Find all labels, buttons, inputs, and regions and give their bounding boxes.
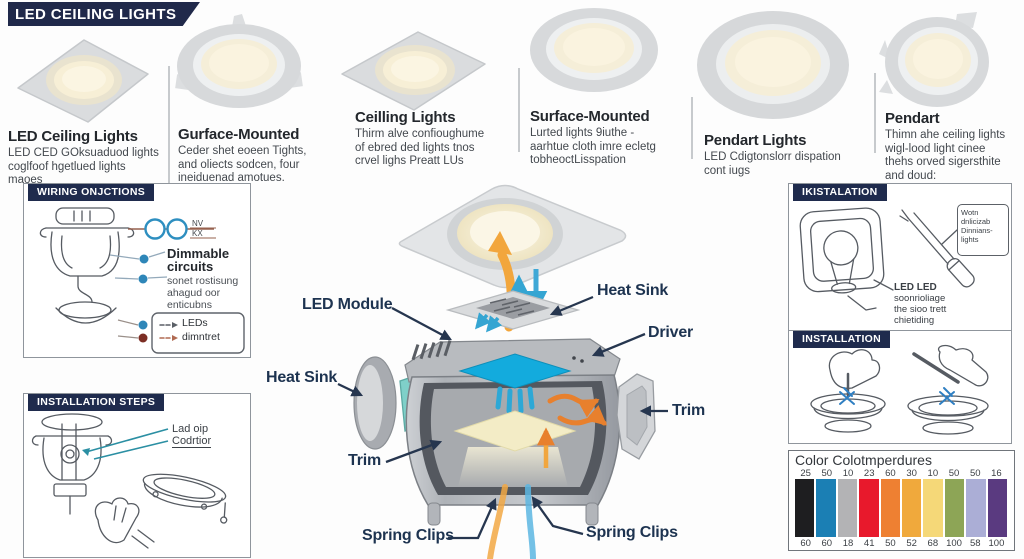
color-swatch <box>987 479 1008 537</box>
product-column-2: Gurface-Mounted Ceder shet eoeen Tights,… <box>178 126 313 186</box>
column-divider <box>518 68 520 152</box>
spring-clips-right-label: Spring Clips <box>586 524 678 541</box>
fixture-round-ears-image <box>879 12 989 107</box>
trim-ring-graphic <box>616 373 656 460</box>
heat-sink-top-label: Heat Sink <box>597 282 669 299</box>
color-swatch <box>837 479 858 537</box>
product-desc: Lurted lights 9iuthe -aarhtue cloth imre… <box>530 127 656 166</box>
column-divider <box>874 73 876 153</box>
spring-clips-left-label: Spring Clips <box>362 527 454 544</box>
page-title: LED CEILING LIGHTS <box>15 5 177 23</box>
product-name: Gurface-Mounted <box>178 126 300 143</box>
fixture-round-large-image <box>697 11 849 119</box>
steps-callout-2: Codrtior <box>172 435 212 448</box>
color-swatch <box>923 479 943 537</box>
heat-sink-disc-graphic <box>353 356 397 450</box>
fixture-square-2-image <box>341 31 486 111</box>
color-swatch <box>859 479 879 537</box>
product-column-1: LED Ceiling Lights LED CED GOksuaduod li… <box>8 128 166 188</box>
driver-label: Driver <box>648 324 694 341</box>
wiring-box-header: WIRING ONJCTIONS <box>28 184 155 201</box>
product-name: Surface-Mounted <box>530 108 650 125</box>
product-column-4: Surface-Mounted Lurted lights 9iuthe -aa… <box>530 108 662 168</box>
product-column-5: Pendart Lights LED Cdigtonslorr dispatio… <box>704 132 859 178</box>
color-swatch <box>795 479 815 537</box>
product-name: Ceilling Lights <box>355 109 456 126</box>
trim-left-label: Trim <box>348 452 381 469</box>
fixture-square-1-image <box>17 39 149 123</box>
color-swatch <box>816 479 836 537</box>
fixture-round-1-image <box>530 8 658 92</box>
fixture-round-tabs-image <box>175 14 303 108</box>
ceiling-panel-graphic <box>398 184 627 289</box>
product-name: Pendart <box>885 110 940 127</box>
color-swatch <box>880 479 901 537</box>
installation-bottom-image <box>810 344 989 435</box>
legend-leds-label: LEDs <box>182 317 208 329</box>
svg-text:NV: NV <box>192 219 204 228</box>
color-swatch <box>944 479 965 537</box>
title-banner: LED CEILING LIGHTS <box>8 2 200 26</box>
product-name: LED Ceiling Lights <box>8 128 138 145</box>
legend-dimmer-label: dimntret <box>182 331 220 343</box>
installation-top-image <box>799 207 975 311</box>
color-swatch <box>902 479 922 537</box>
installation-bottom-header: INSTALLATION <box>793 331 891 348</box>
wiring-diagram-image: NV KX <box>39 207 245 354</box>
color-swatch <box>966 479 986 537</box>
column-divider <box>691 97 693 159</box>
installation-steps-header: INSTALLATION STEPS <box>28 394 165 411</box>
heat-sink-plate-graphic <box>445 290 581 330</box>
trim-right-label: Trim <box>672 402 705 419</box>
color-chart-title: Color Colotmperdures <box>795 452 932 468</box>
svg-text:KX: KX <box>192 229 203 238</box>
product-desc: Ceder shet eoeen Tights,and oliects sodc… <box>178 145 307 184</box>
steps-callout-1: Lad oip <box>172 423 209 435</box>
color-chart-swatches <box>795 479 1008 537</box>
exploded-view-diagram <box>337 184 668 559</box>
installation-top-header: IKISTALATION <box>793 184 887 201</box>
heat-sink-left-label: Heat Sink <box>266 369 338 386</box>
column-divider <box>168 66 170 184</box>
installation-steps-box: INSTALLATION STEPS <box>23 393 251 558</box>
product-name: Pendart Lights <box>704 132 807 149</box>
led-module-label: LED Module <box>302 296 393 313</box>
installation-steps-image <box>31 413 228 549</box>
